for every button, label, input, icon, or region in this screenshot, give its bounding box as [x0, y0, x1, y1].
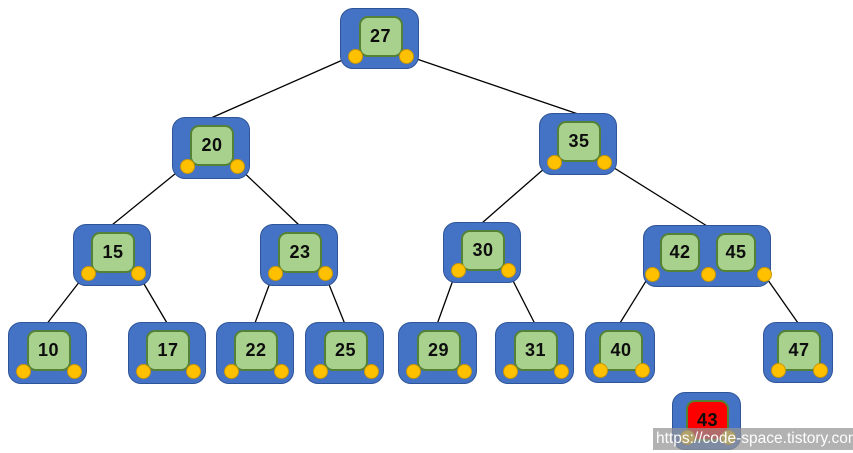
node-key-10: 10 [26, 330, 71, 371]
node-key-29: 29 [416, 330, 461, 371]
node-key-35: 35 [557, 121, 601, 162]
child-port-dot-icon [812, 362, 828, 378]
tree-node-23: 23 [260, 224, 338, 286]
node-key-40: 40 [599, 330, 643, 371]
tree-edge-42-45-to-47 [762, 272, 799, 324]
child-port-dot-icon [553, 363, 569, 379]
node-key-22: 22 [234, 330, 278, 371]
child-port-dot-icon [700, 266, 716, 282]
child-port-dot-icon [223, 363, 239, 379]
tree-node-31: 31 [495, 322, 574, 384]
tree-node-10: 10 [8, 322, 87, 384]
child-port-dot-icon [317, 265, 333, 281]
child-port-dot-icon [450, 262, 466, 278]
tree-node-30: 30 [443, 222, 521, 283]
child-port-dot-icon [546, 154, 562, 170]
node-key-27: 27 [358, 16, 403, 57]
node-key-31: 31 [513, 330, 558, 371]
child-port-dot-icon [130, 265, 146, 281]
tree-edge-20-to-15 [111, 164, 187, 226]
child-port-dot-icon [456, 363, 472, 379]
tree-edge-35-to-30 [481, 160, 554, 224]
child-port-dot-icon [312, 363, 328, 379]
child-port-dot-icon [80, 265, 96, 281]
tree-edge-27-to-20 [210, 54, 355, 119]
child-port-dot-icon [347, 48, 363, 64]
node-key-25: 25 [323, 330, 368, 371]
tree-node-42-45: 42 45 [643, 225, 772, 287]
tree-edge-20-to-23 [235, 164, 300, 226]
child-port-dot-icon [273, 363, 289, 379]
node-key-30: 30 [461, 230, 505, 271]
node-key-47: 47 [777, 330, 821, 371]
tree-node-27: 27 [340, 8, 419, 69]
child-port-dot-icon [185, 363, 201, 379]
node-key-23: 23 [278, 232, 322, 273]
node-key-42: 42 [660, 233, 700, 272]
tree-node-47: 47 [763, 322, 833, 383]
child-port-dot-icon [405, 363, 421, 379]
child-port-dot-icon [644, 266, 660, 282]
node-key-20: 20 [190, 125, 234, 166]
child-port-dot-icon [398, 48, 414, 64]
node-key-15: 15 [91, 232, 135, 273]
tree-node-25: 25 [305, 322, 384, 384]
tree-edge-35-to-42-45 [602, 160, 708, 227]
child-port-dot-icon [502, 363, 518, 379]
tree-node-17: 17 [128, 322, 206, 384]
tree-edge-27-to-35 [404, 54, 579, 115]
watermark: https://code-space.tistory.com [653, 428, 853, 450]
child-port-dot-icon [66, 363, 82, 379]
child-port-dot-icon [267, 265, 283, 281]
tree-node-40: 40 [585, 322, 655, 383]
tree-node-15: 15 [73, 224, 151, 286]
child-port-dot-icon [500, 262, 516, 278]
child-port-dot-icon [770, 362, 786, 378]
child-port-dot-icon [229, 158, 245, 174]
child-port-dot-icon [592, 362, 608, 378]
child-port-dot-icon [363, 363, 379, 379]
tree-node-29: 29 [398, 322, 477, 384]
tree-node-20: 20 [172, 117, 250, 179]
node-key-17: 17 [146, 330, 190, 371]
child-port-dot-icon [634, 362, 650, 378]
node-key-45: 45 [716, 233, 756, 272]
tree-node-22: 22 [216, 322, 294, 384]
child-port-dot-icon [15, 363, 31, 379]
child-port-dot-icon [135, 363, 151, 379]
child-port-dot-icon [756, 266, 772, 282]
tree-node-35: 35 [539, 113, 617, 175]
child-port-dot-icon [596, 154, 612, 170]
child-port-dot-icon [179, 158, 195, 174]
